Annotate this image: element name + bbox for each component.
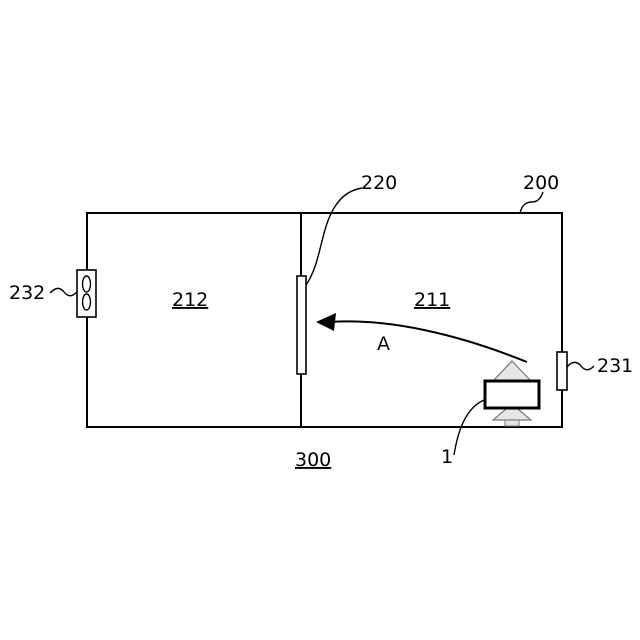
device-unit	[485, 361, 539, 426]
label-300: 300	[295, 449, 331, 471]
airflow-arrow-path	[330, 321, 527, 362]
leader-220	[306, 188, 362, 285]
right-wall-device	[557, 352, 567, 390]
label-1: 1	[441, 446, 453, 468]
label-flow: A	[377, 333, 390, 355]
partition-panel	[297, 276, 306, 374]
airflow-arrowhead	[316, 313, 336, 331]
label-200: 200	[523, 172, 559, 194]
label-211: 211	[414, 289, 450, 311]
label-212: 212	[172, 289, 208, 311]
label-231: 231	[597, 355, 633, 377]
label-220: 220	[361, 172, 397, 194]
label-232: 232	[9, 282, 45, 304]
leader-232	[50, 288, 77, 295]
leader-231	[567, 362, 594, 369]
leader-200	[520, 192, 543, 213]
